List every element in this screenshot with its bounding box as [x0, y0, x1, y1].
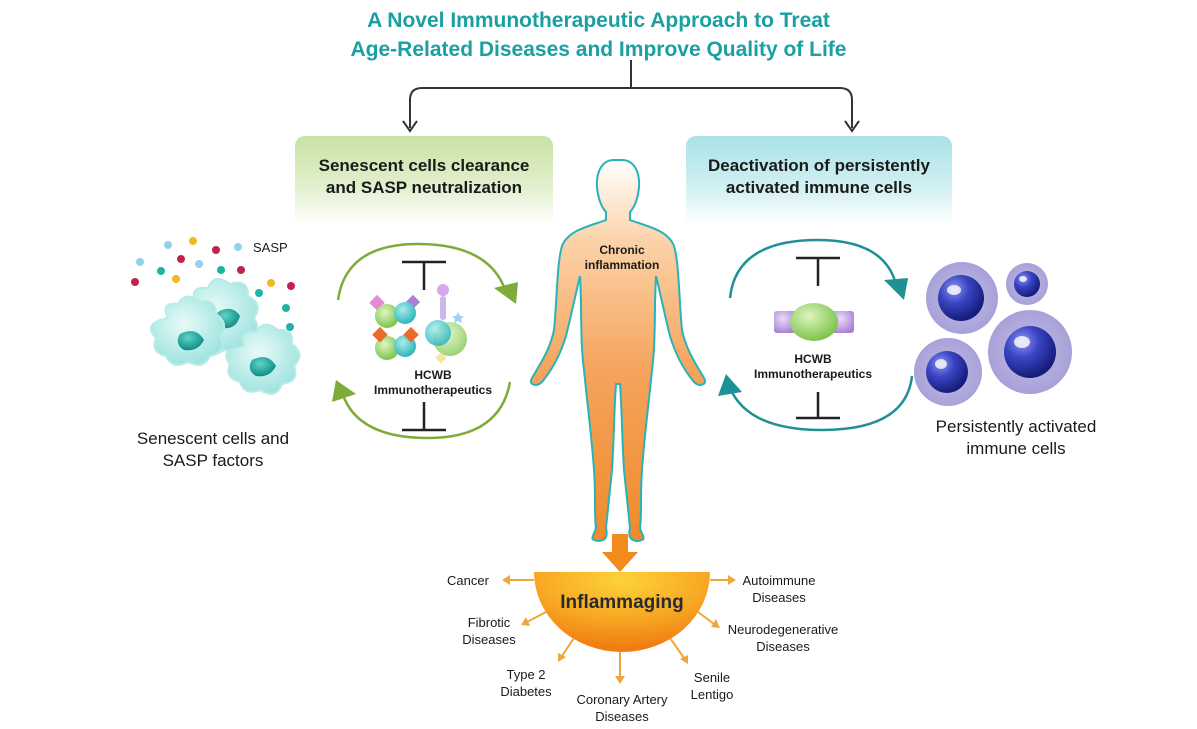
- caption-line-2: immune cells: [966, 439, 1066, 458]
- outcome-line-2: Diseases: [752, 590, 806, 605]
- hcwb-label-line-1: HCWB: [794, 352, 832, 366]
- immune-cells-caption: Persistently activated immune cells: [910, 416, 1122, 460]
- diagram-title: A Novel Immunotherapeutic Approach to Tr…: [0, 6, 1197, 64]
- cycle-arrow-teal-upper: [728, 238, 898, 299]
- immune-cell: [926, 262, 998, 334]
- immune-cell: [988, 310, 1072, 394]
- sasp-label: SASP: [253, 240, 288, 255]
- outcome-neurodegenerative-diseases: Neurodegenerative Diseases: [722, 621, 844, 655]
- cycle-arrow-teal-lower: [728, 375, 914, 432]
- outcome-line-1: Cancer: [447, 573, 489, 588]
- strategy-box-senescent-clearance: Senescent cells clearance and SASP neutr…: [295, 136, 553, 224]
- immune-cell: [1006, 263, 1048, 305]
- outcome-arrows: [502, 575, 736, 684]
- outcome-line-1: Neurodegenerative: [727, 622, 839, 637]
- strategy-box-line-1: Senescent cells clearance: [318, 156, 530, 175]
- outcome-line-2: Diseases: [595, 709, 649, 724]
- inflammaging-label: Inflammaging: [560, 592, 684, 613]
- sasp-factor-dots: [131, 237, 295, 331]
- hcwb-label-left: HCWB Immunotherapeutics: [358, 368, 508, 398]
- hcwb-molecule-right: [774, 303, 854, 341]
- inflammaging-dome: [534, 572, 710, 652]
- outcome-line-1: Senile: [693, 670, 731, 685]
- outcome-line-1: Fibrotic: [467, 615, 511, 630]
- outcome-line-2: Lentigo: [690, 687, 734, 702]
- title-connector: [409, 60, 853, 128]
- cycle-arrowhead-green-lower: [332, 380, 356, 402]
- outcome-fibrotic-diseases: Fibrotic Diseases: [458, 614, 520, 648]
- body-label-line-2: inflammation: [584, 258, 660, 272]
- outcome-line-1: Autoimmune: [742, 573, 816, 588]
- strategy-box-immune-deactivation: Deactivation of persistently activated i…: [686, 136, 952, 224]
- arrowhead-right-box: [844, 120, 860, 133]
- senescent-cell: [149, 295, 226, 366]
- cycle-arrow-green-upper: [336, 242, 508, 301]
- caption-line-1: Persistently activated: [935, 417, 1097, 436]
- outcome-line-1: Coronary Artery: [576, 692, 668, 707]
- outcome-coronary-artery-diseases: Coronary Artery Diseases: [562, 691, 682, 725]
- downward-arrow-to-inflammaging: [602, 534, 638, 572]
- outcome-type-2-diabetes: Type 2 Diabetes: [492, 666, 560, 700]
- strategy-box-line-2: and SASP neutralization: [325, 178, 523, 197]
- strategy-box-line-1: Deactivation of persistently: [707, 156, 930, 175]
- inhibition-symbol-right-top: [796, 256, 840, 286]
- cycle-arrowhead-teal-lower: [718, 374, 742, 396]
- inhibition-symbol-left-top: [402, 260, 446, 290]
- immune-cell: [914, 338, 982, 406]
- inhibition-symbol-left-bottom: [402, 402, 446, 432]
- outcome-line-2: Diseases: [756, 639, 810, 654]
- chronic-inflammation-label: Chronic inflammation: [567, 243, 677, 273]
- senescent-cell: [225, 323, 301, 395]
- senescent-cells-caption: Senescent cells and SASP factors: [118, 428, 308, 472]
- body-label-line-1: Chronic: [599, 243, 645, 257]
- cycle-arrowhead-green-upper: [494, 282, 518, 304]
- hcwb-label-right: HCWB Immunotherapeutics: [738, 352, 888, 382]
- caption-line-2: SASP factors: [162, 451, 264, 470]
- hcwb-molecule-complex-left: [369, 284, 467, 364]
- hcwb-label-line-2: Immunotherapeutics: [373, 383, 493, 397]
- hcwb-label-line-2: Immunotherapeutics: [753, 367, 873, 381]
- arrowhead-left-box: [402, 120, 418, 133]
- outcome-senile-lentigo: Senile Lentigo: [684, 669, 740, 703]
- human-body-figure: [530, 159, 706, 543]
- outcome-autoimmune-diseases: Autoimmune Diseases: [736, 572, 822, 606]
- strategy-box-line-2: activated immune cells: [725, 178, 913, 197]
- title-line-1: A Novel Immunotherapeutic Approach to Tr…: [367, 9, 830, 32]
- outcome-cancer: Cancer: [447, 572, 489, 589]
- inhibition-symbol-right-bottom: [796, 392, 840, 420]
- caption-line-1: Senescent cells and: [136, 429, 290, 448]
- outcome-line-2: Diabetes: [500, 684, 552, 699]
- cycle-arrow-green-lower: [340, 381, 512, 440]
- outcome-line-1: Type 2: [506, 667, 546, 682]
- outcome-line-2: Diseases: [462, 632, 516, 647]
- title-line-2: Age-Related Diseases and Improve Quality…: [350, 38, 847, 61]
- hcwb-label-line-1: HCWB: [414, 368, 452, 382]
- cycle-arrowhead-teal-upper: [884, 278, 908, 300]
